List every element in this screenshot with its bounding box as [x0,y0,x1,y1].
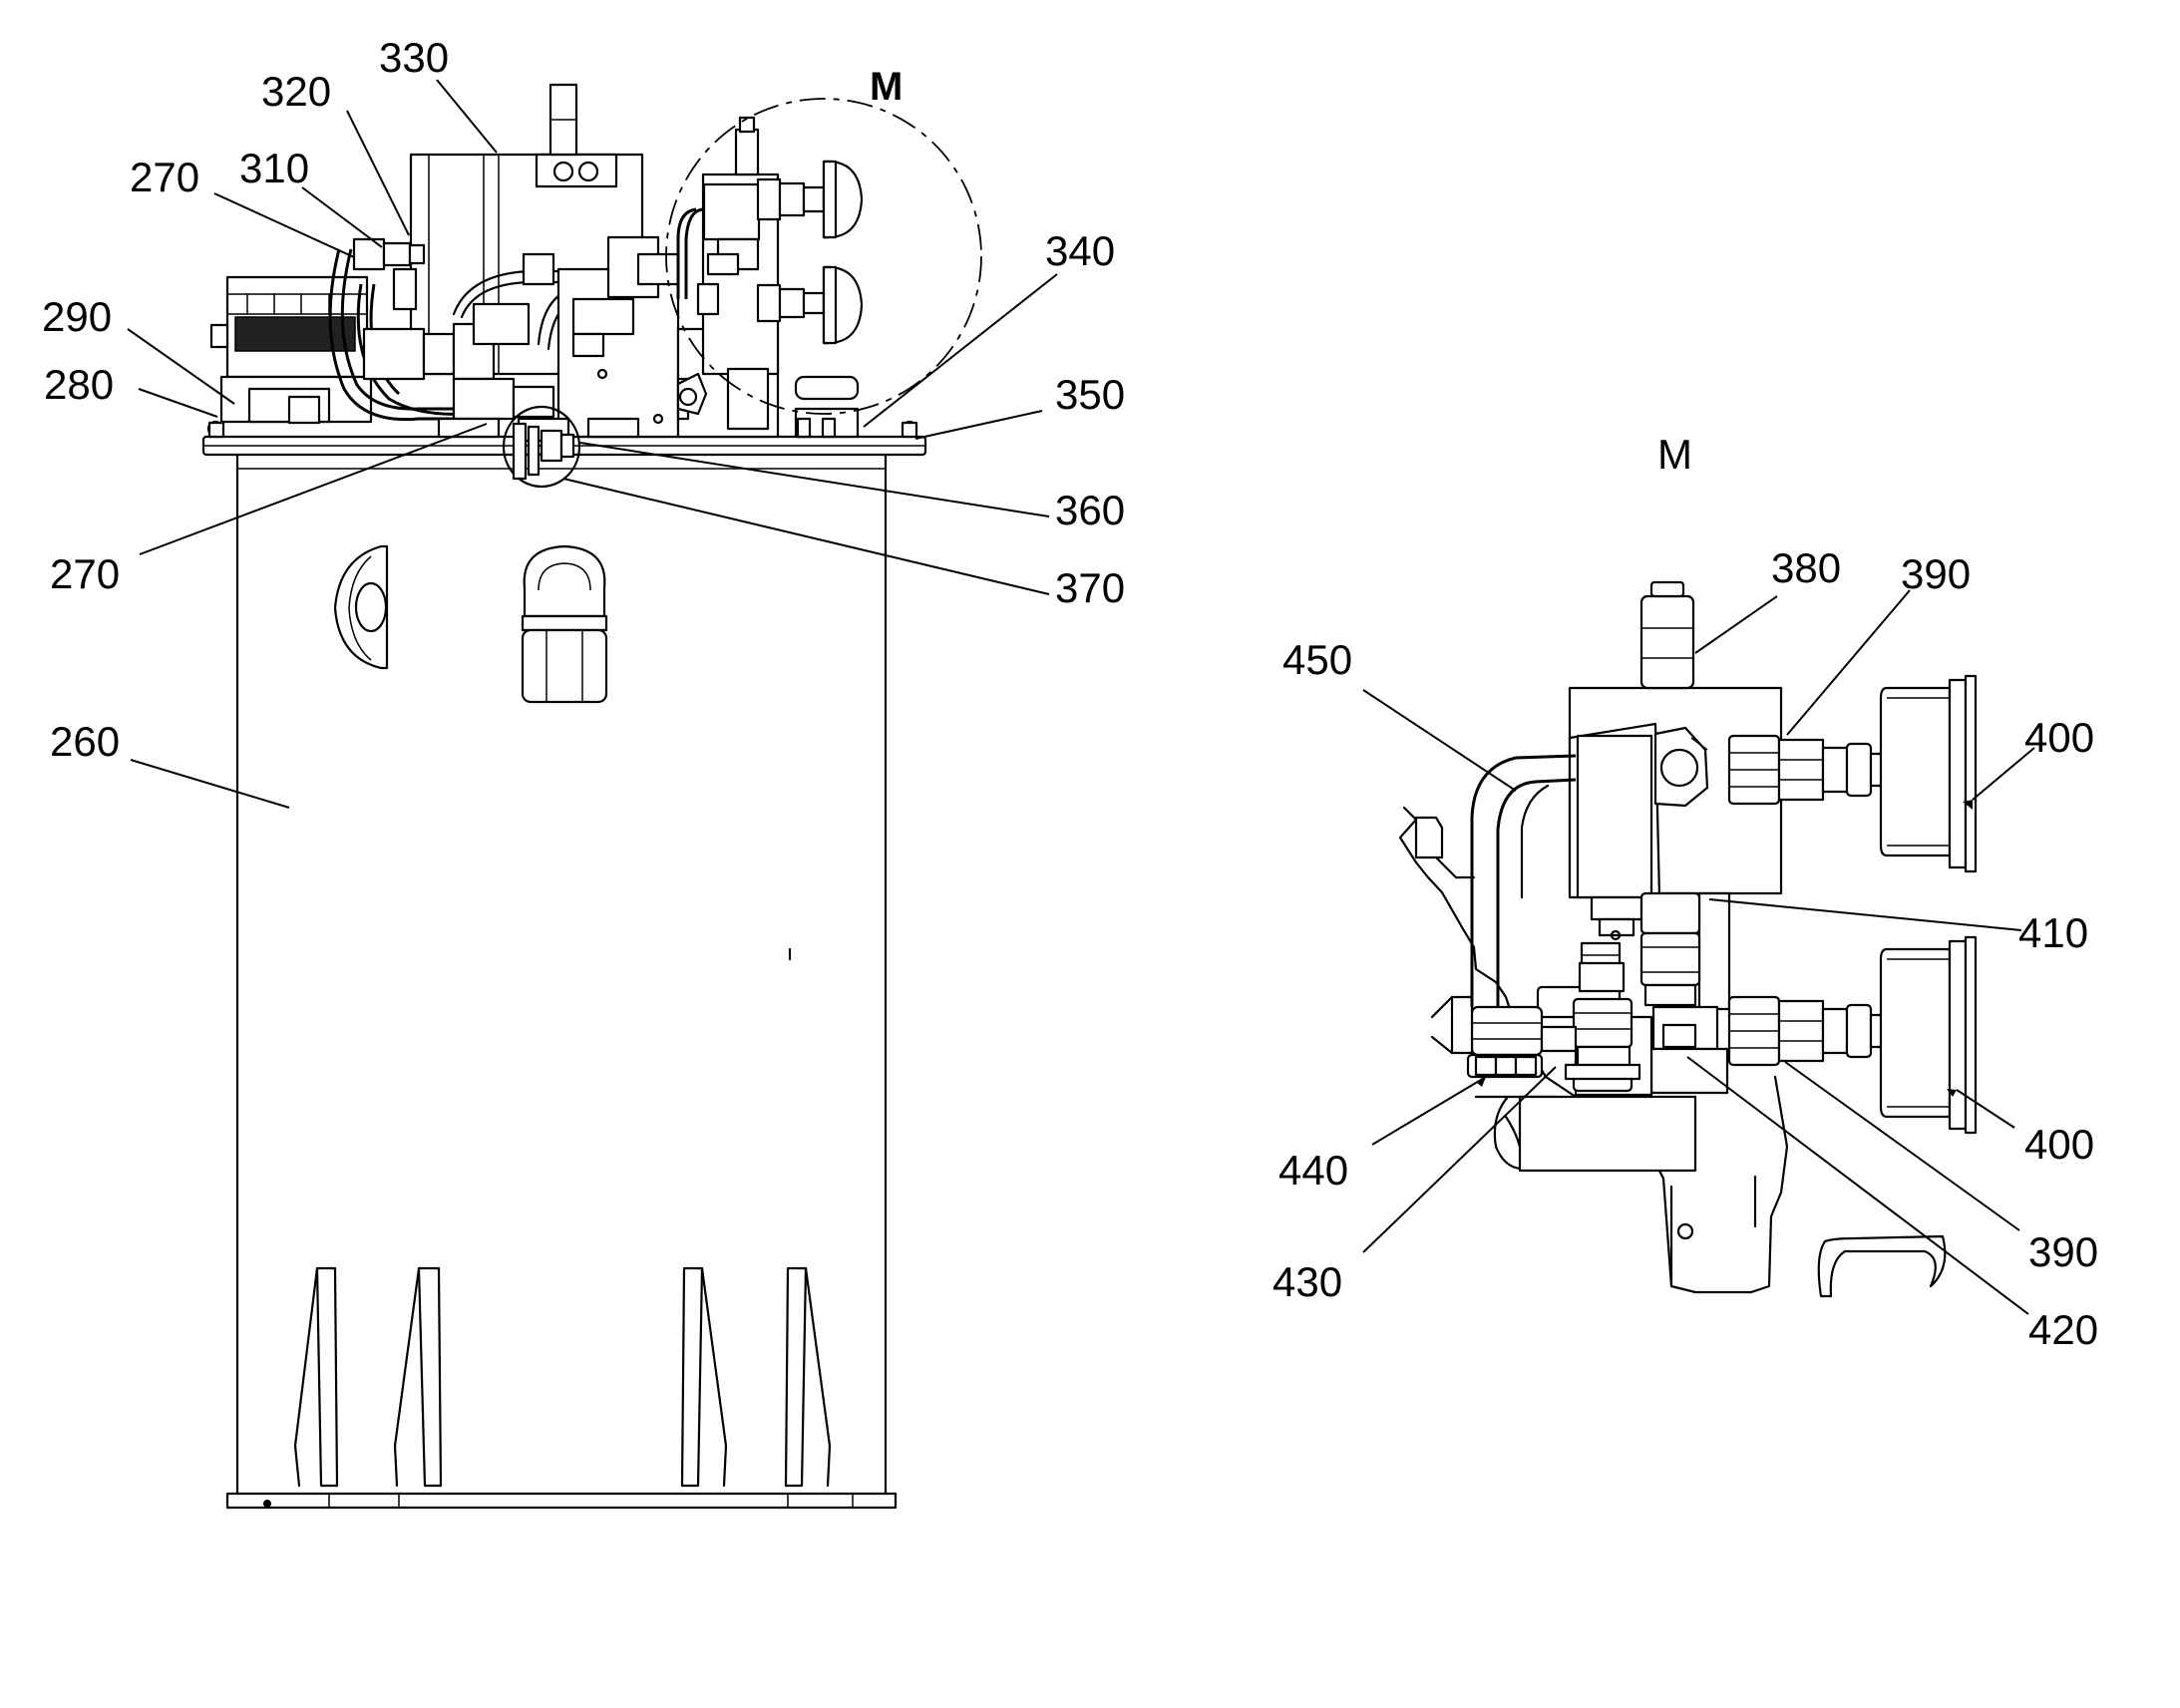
label-400-bottom: 400 [2024,1121,2094,1168]
lower-tee [1430,941,1653,1097]
label-370: 370 [1055,564,1125,611]
label-390-bottom: 390 [2028,1228,2098,1275]
lower-gauge-line [1697,891,1978,1135]
label-280: 280 [44,361,114,408]
label-320: 320 [261,68,331,115]
label-360: 360 [1055,487,1125,533]
label-270-bottom: 270 [50,550,120,597]
label-420: 420 [2028,1306,2098,1353]
tube-450 [1470,754,1577,1007]
detail-tag-m: M [870,65,903,109]
label-430: 430 [1272,1258,1342,1305]
label-440: 440 [1278,1147,1348,1194]
reference-labels: 320 330 270 310 340 290 280 350 360 270 … [42,34,2098,1353]
label-260: 260 [50,718,120,765]
center-stack [1639,891,1729,1095]
label-340: 340 [1045,227,1115,274]
label-270-top: 270 [130,154,199,200]
detail-circle-370 [502,405,581,489]
cable-gland [521,544,608,704]
tank-handle [333,544,389,670]
upper-gauge-line [1727,674,1978,873]
label-290: 290 [42,293,112,340]
label-390-top: 390 [1901,550,1971,597]
detail-title-m: M [1657,431,1692,478]
tank-assembly [201,83,982,1510]
fittings-top-left [352,237,555,439]
detail-circle-m [665,98,982,415]
tank-legs [293,1266,832,1488]
label-410: 410 [2018,909,2088,956]
label-400-top: 400 [2024,714,2094,761]
label-310: 310 [239,145,309,191]
label-350: 350 [1055,371,1125,418]
label-450: 450 [1282,636,1352,683]
leaders-right [1362,589,2035,1315]
base-flange [225,1492,898,1510]
label-380: 380 [1771,544,1841,591]
label-330: 330 [379,34,449,81]
detail-m-assembly [1398,580,1978,1298]
leaders-left [127,79,1058,809]
